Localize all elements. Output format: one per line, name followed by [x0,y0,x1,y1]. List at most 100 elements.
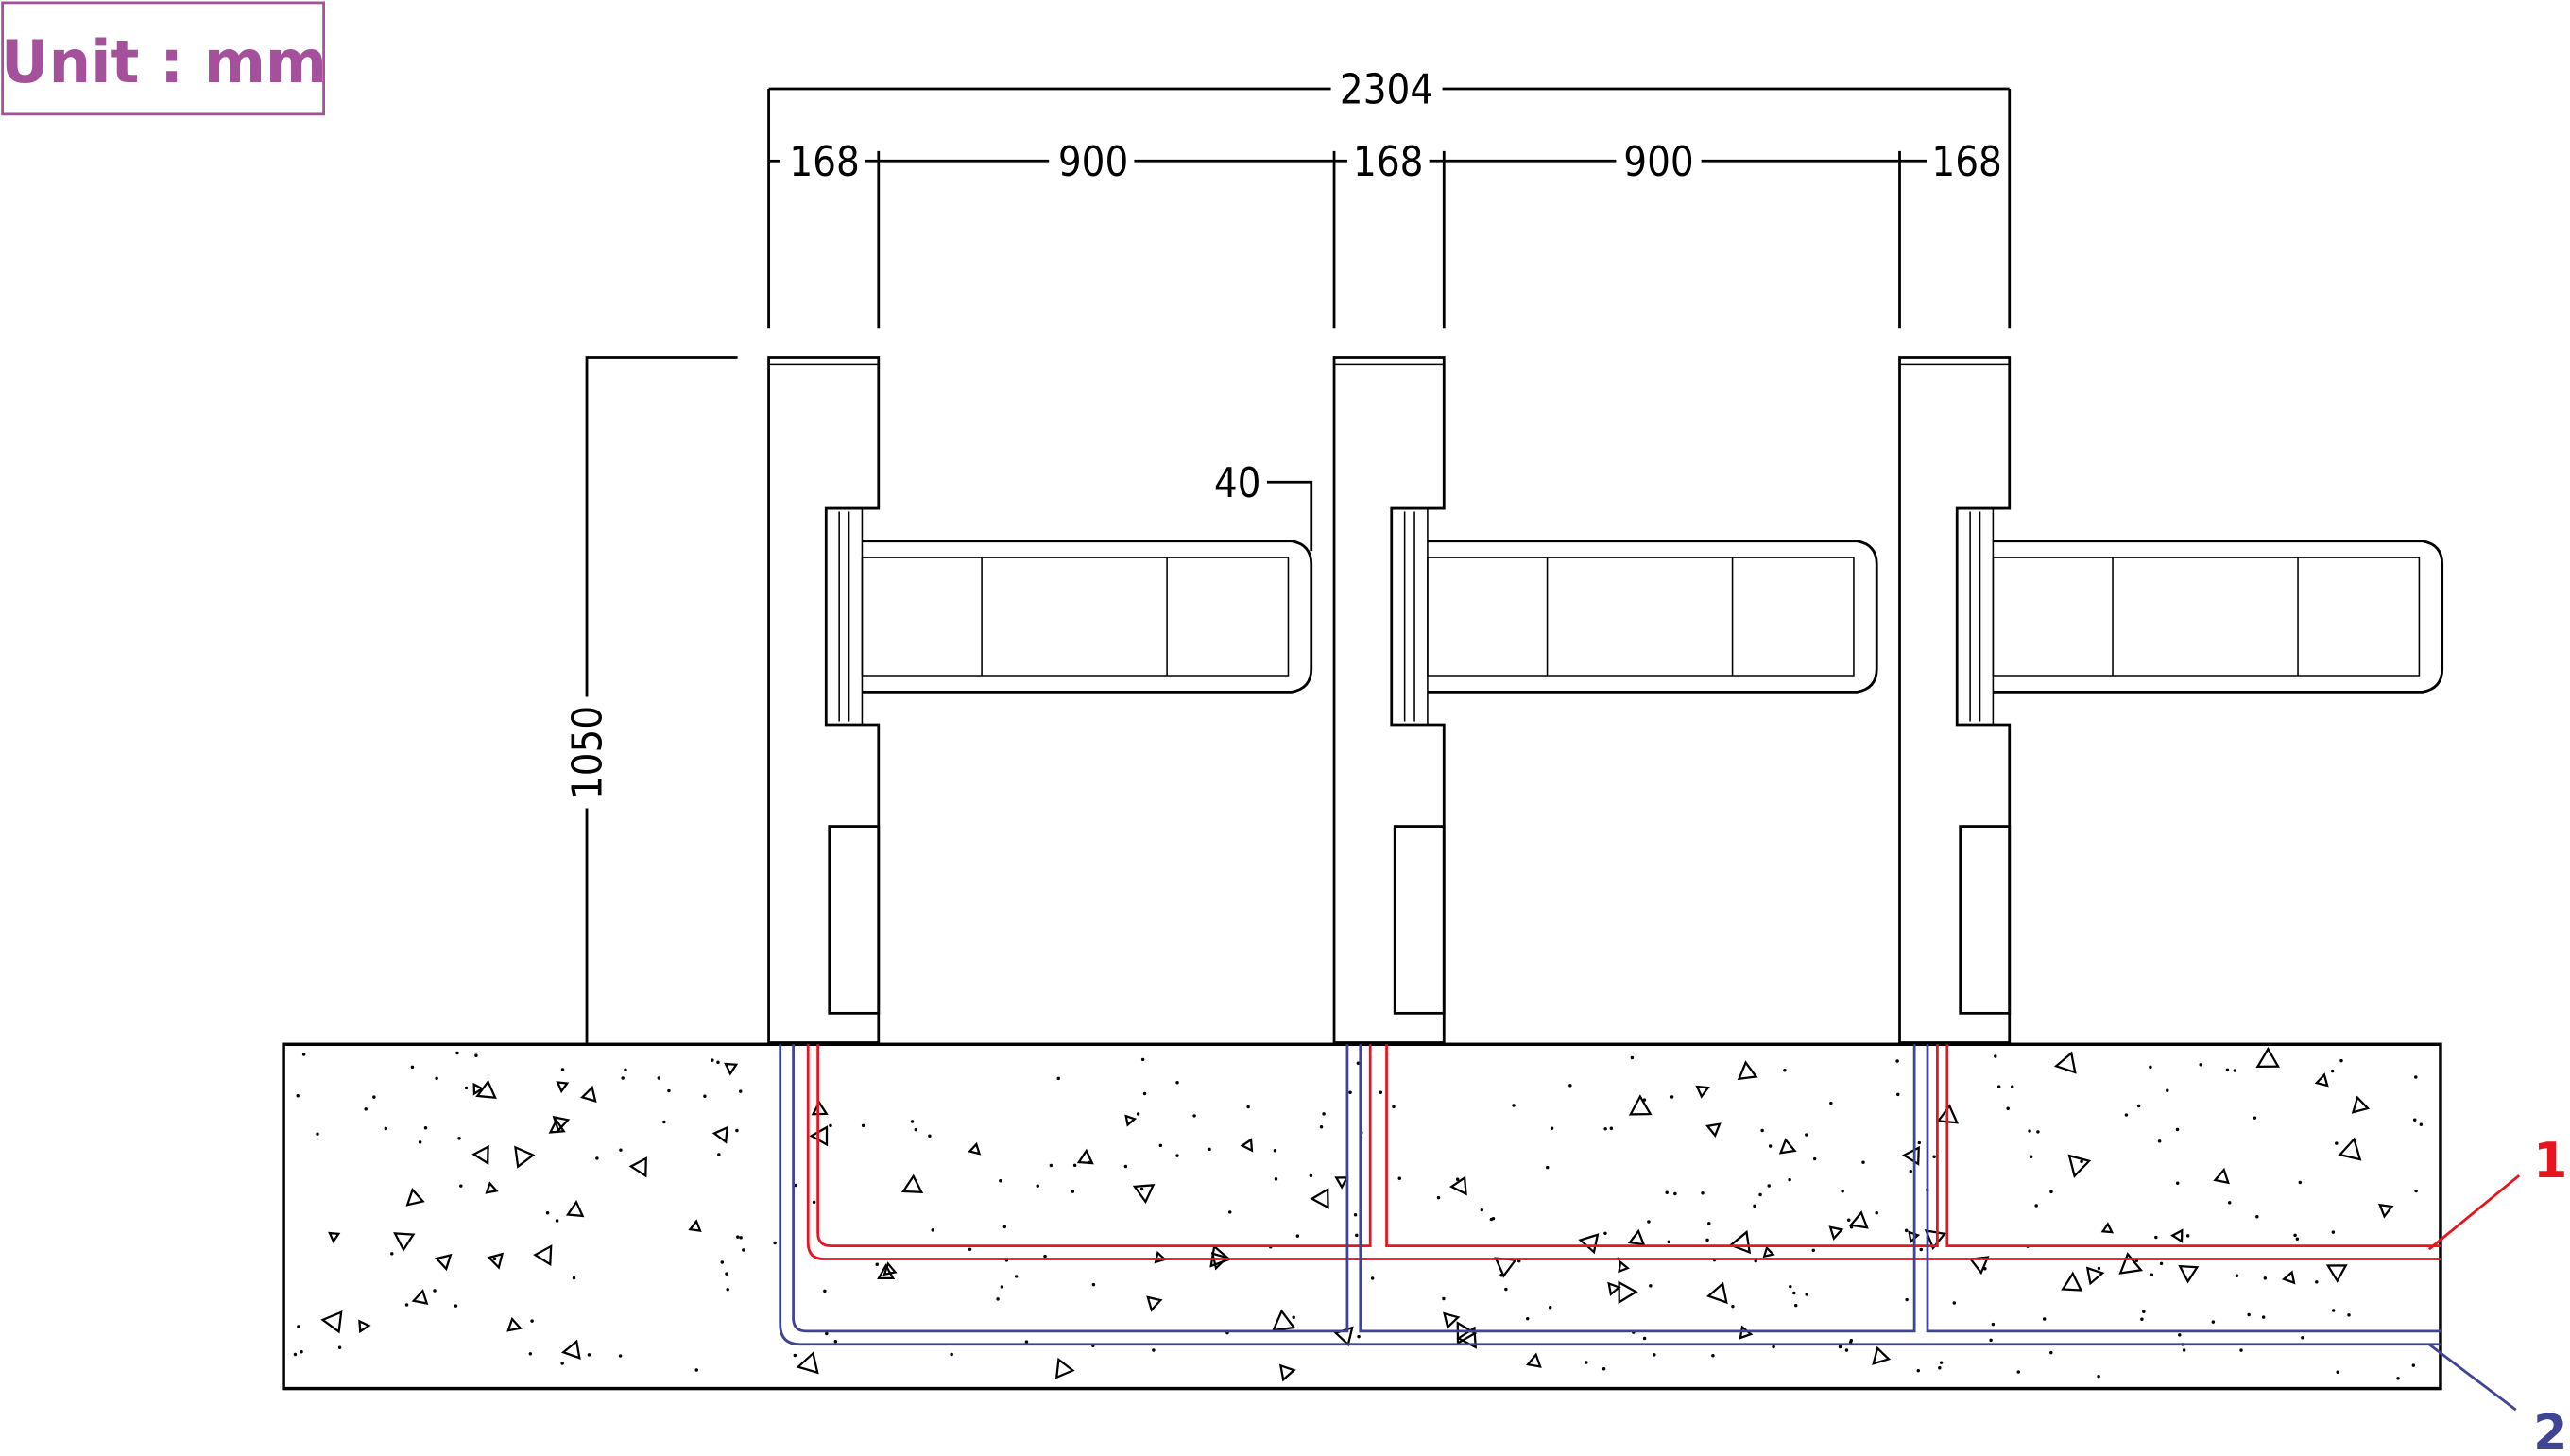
concrete-dot [1548,1305,1552,1310]
aggregate-triangle [556,1081,570,1094]
aggregate-triangle [2255,1047,2280,1069]
concrete-dot [2175,1181,2180,1185]
aggregate-triangle [1240,1138,1254,1153]
concrete-dot [833,1340,838,1344]
aggregate-triangle [1310,1187,1329,1209]
concrete-dot [1844,1348,1849,1352]
aggregate-triangle [688,1219,702,1232]
aggregate-triangle [1526,1352,1542,1368]
concrete-dot [1772,1345,1775,1349]
concrete-dot [2347,1313,2351,1317]
concrete-dot [300,1349,303,1354]
concrete-dot [1356,1061,1361,1065]
concrete-dot [2330,1069,2335,1073]
concrete-dot [454,1304,458,1308]
concrete-dot [812,1200,816,1205]
post-width-1: 168 [789,139,859,186]
concrete-dot [716,1060,720,1065]
concrete-dot [694,1368,698,1372]
aggregate-triangle [485,1181,499,1194]
concrete-dot [1952,1301,1957,1305]
concrete-dot [619,1148,623,1152]
concrete-dot [1753,1204,1756,1208]
concrete-dot [433,1289,437,1293]
concrete-dot [1139,1187,1144,1191]
concrete-dot [2154,1235,2158,1240]
concrete-dot [2315,1280,2319,1284]
aggregate-triangle [560,1339,581,1360]
concrete-dot [968,1247,972,1252]
aggregate-triangle [2053,1051,2077,1074]
gap-1: 900 [1058,139,1128,186]
concrete-dot [1603,1127,1607,1131]
aggregate-triangle [1901,1145,1920,1166]
turnstile-post [1898,356,2444,1044]
concrete-dot [667,1088,671,1093]
concrete-dot [1792,1291,1796,1295]
concrete-dot [2414,1075,2418,1079]
callout-1: 1 [2427,1133,2567,1251]
concrete-dot [735,1128,739,1133]
concrete-dot [1348,1090,1352,1095]
concrete-dot [1760,1128,1764,1133]
concrete-dot [1043,1254,1047,1259]
aggregate-triangle [2377,1203,2394,1219]
concrete-dot [1602,1367,1606,1371]
aggregate-triangle [2325,1264,2348,1283]
concrete-dot [1904,1228,1909,1233]
concrete-dot [1526,1316,1530,1321]
concrete-dot [2419,1122,2424,1127]
aggregate-triangle [548,1118,566,1134]
concrete-dot [2140,1317,2144,1321]
concrete-dot [337,1345,342,1349]
concrete-dot [742,1248,745,1252]
aggregate-triangle [1443,1311,1461,1329]
aggregate-triangle [472,1082,485,1096]
concrete-dot [301,1053,306,1056]
concrete-dot [1707,1222,1711,1225]
concrete-dot [996,1297,1000,1301]
concrete-dot [1319,1124,1324,1129]
concrete-dot [1002,1225,1007,1229]
aggregate-triangle [1334,1176,1349,1190]
aggregate-triangle [552,1115,571,1133]
concrete-dot [1397,1176,1401,1180]
concrete-dot [293,1352,298,1357]
aggregate-triangle [405,1188,425,1207]
concrete-dot [1731,1304,1735,1309]
concrete-dot [1379,1090,1383,1095]
concrete-dot [2263,1276,2268,1280]
concrete-dot [1989,1338,1993,1343]
concrete-dot [2412,1118,2417,1122]
concrete-dot [2028,1129,2031,1133]
concrete-dot [1789,1284,1792,1289]
concrete-dot [1568,1084,1572,1088]
concrete-dot [2233,1069,2236,1072]
aggregate-triangle [1494,1257,1518,1278]
aggregate-triangle [1154,1250,1168,1264]
concrete-dot [720,1260,725,1264]
concrete-dot [2414,1189,2418,1193]
concrete-dot [1158,1143,1163,1148]
aggregate-triangle [711,1125,728,1144]
concrete-dot [2336,1370,2339,1374]
concrete-dot [823,1289,827,1293]
aggregate-triangle [1695,1085,1710,1099]
aggregate-triangle [580,1085,597,1103]
concrete-dot [1024,1340,1029,1344]
aggregate-triangle [1848,1210,1869,1229]
aggregate-triangle [1828,1225,1844,1242]
callout-1-label: 1 [2533,1133,2567,1190]
concrete-dot [2042,1317,2047,1321]
concrete-dot [595,1156,599,1160]
concrete-dot [1246,1105,1250,1109]
concrete-dot [1875,1211,1878,1215]
concrete-dot [530,1319,534,1323]
concrete-dot [1036,1184,1039,1188]
concrete-dot [1938,1365,1942,1370]
aggregate-triangle [2118,1252,2144,1275]
concrete-dot [435,1076,438,1081]
concrete-dot [1667,1240,1670,1244]
segment-dimensions: 168 900 168 900 168 [767,88,2012,329]
